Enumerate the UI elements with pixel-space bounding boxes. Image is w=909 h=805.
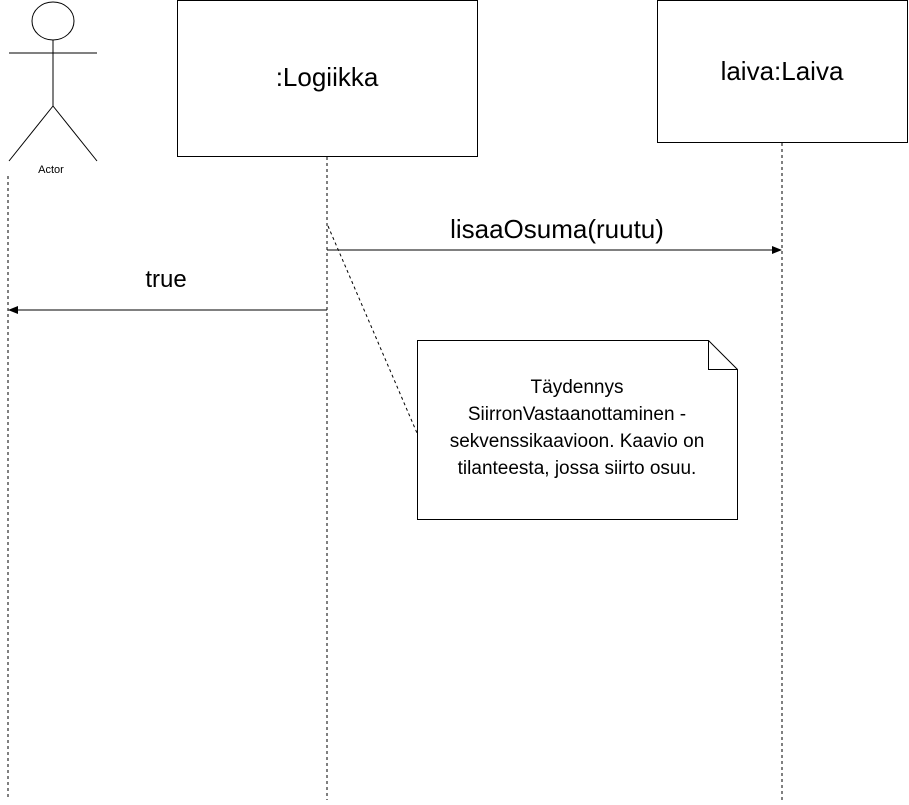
participant-logiikka-label: :Logiikka [276, 62, 379, 92]
actor-label: Actor [38, 164, 64, 176]
actor [8, 1, 98, 162]
actor-head [31, 1, 75, 41]
actor-left-leg [8, 105, 54, 162]
note-body [417, 340, 738, 520]
participant-laiva[interactable]: laiva:Laiva [657, 0, 908, 143]
note-anchor-line [327, 225, 418, 434]
actor-right-leg [52, 105, 98, 162]
participant-laiva-box [657, 0, 908, 143]
participant-logiikka-box [177, 0, 478, 157]
note-line-3: sekvenssikaavioon. Kaavio on [450, 431, 705, 452]
note-folded-corner [708, 340, 738, 370]
participant-logiikka[interactable]: :Logiikka [177, 0, 478, 157]
message-label-true: true [145, 266, 186, 293]
note-line-4: tilanteesta, jossa siirto osuu. [458, 458, 697, 479]
note[interactable]: Täydennys SiirronVastaanottaminen - sekv… [417, 340, 738, 520]
participant-laiva-label: laiva:Laiva [721, 56, 844, 86]
message-label-lisaaosuma: lisaaOsuma(ruutu) [450, 214, 664, 244]
note-line-2: SiirronVastaanottaminen - [468, 404, 686, 425]
note-line-1: Täydennys [531, 377, 624, 398]
